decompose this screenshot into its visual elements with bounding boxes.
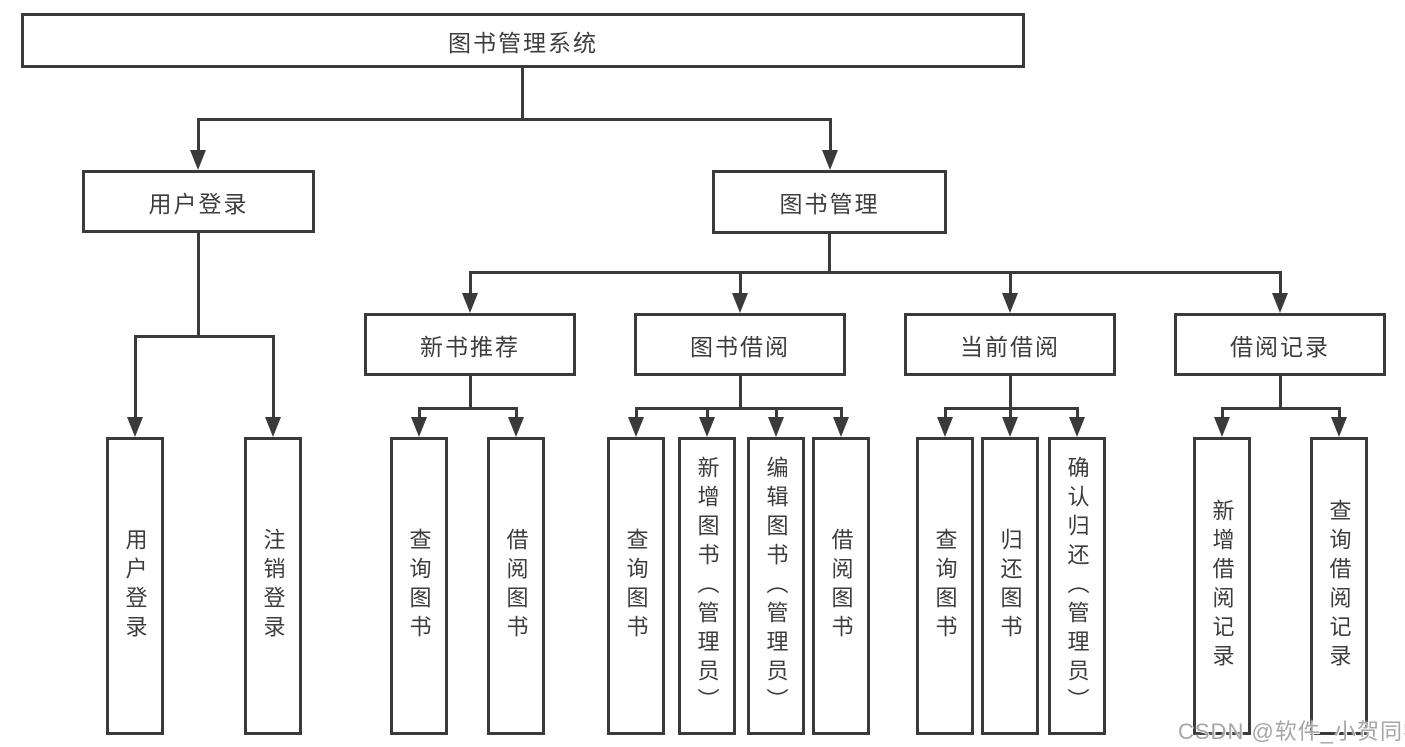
- leaf-return-books: 归还图书: [981, 437, 1039, 735]
- connector-line: [1221, 407, 1224, 419]
- node-book-management-system: 图书管理系统: [21, 13, 1025, 68]
- arrowhead-down-icon: [1002, 417, 1018, 437]
- arrowhead-down-icon: [1272, 293, 1288, 313]
- connector-line: [469, 271, 472, 295]
- arrowhead-down-icon: [833, 417, 849, 437]
- leaf-label: 归还图书: [997, 528, 1023, 644]
- arrowhead-down-icon: [1002, 293, 1018, 313]
- connector-line: [197, 231, 200, 338]
- leaf-label: 查询图书: [406, 528, 432, 644]
- connector-line: [469, 271, 1282, 274]
- connector-line: [829, 118, 832, 152]
- leaf-query-books-recommend: 查询图书: [390, 437, 448, 735]
- connector-line: [418, 407, 518, 410]
- connector-line: [521, 66, 524, 121]
- arrowhead-down-icon: [628, 417, 644, 437]
- leaf-label: 查询图书: [623, 528, 649, 644]
- connector-line: [272, 335, 275, 418]
- leaf-borrow-books-recommend: 借阅图书: [487, 437, 545, 735]
- connector-line: [1338, 407, 1341, 419]
- arrowhead-down-icon: [822, 150, 838, 170]
- leaf-label: 借阅图书: [828, 528, 854, 644]
- connector-line: [944, 407, 947, 419]
- arrowhead-down-icon: [1214, 417, 1230, 437]
- connector-line: [197, 118, 831, 121]
- arrowhead-down-icon: [732, 293, 748, 313]
- arrowhead-down-icon: [508, 417, 524, 437]
- leaf-label: 用户登录: [122, 528, 148, 644]
- leaf-confirm-return-admin: 确认归还（管理员）: [1048, 437, 1106, 735]
- arrowhead-down-icon: [462, 293, 478, 313]
- connector-line: [134, 335, 137, 418]
- leaf-user-login: 用户登录: [106, 437, 164, 735]
- leaf-add-book-admin: 新增图书（管理员）: [678, 437, 736, 735]
- leaf-label: 查询借阅记录: [1326, 499, 1352, 673]
- leaf-label: 确认归还（管理员）: [1064, 455, 1090, 717]
- arrowhead-down-icon: [1069, 417, 1085, 437]
- connector-line: [1009, 407, 1012, 419]
- leaf-label: 新增图书（管理员）: [694, 455, 720, 717]
- arrowhead-down-icon: [768, 417, 784, 437]
- node-book-management: 图书管理: [712, 170, 947, 234]
- arrowhead-down-icon: [190, 150, 206, 170]
- connector-line: [840, 407, 843, 419]
- connector-line: [1009, 271, 1012, 295]
- connector-line: [706, 407, 709, 419]
- arrowhead-down-icon: [699, 417, 715, 437]
- connector-line: [197, 118, 200, 152]
- leaf-label: 新增借阅记录: [1209, 499, 1235, 673]
- arrowhead-down-icon: [265, 417, 281, 437]
- leaf-logout: 注销登录: [244, 437, 302, 735]
- connector-line: [635, 407, 843, 410]
- node-book-borrowing: 图书借阅: [634, 313, 846, 376]
- connector-line: [1009, 374, 1012, 410]
- connector-line: [1279, 271, 1282, 295]
- connector-line: [515, 407, 518, 419]
- leaf-label: 注销登录: [260, 528, 286, 644]
- csdn-watermark: CSDN @软件_小贺同学: [1178, 719, 1405, 744]
- leaf-edit-book-admin: 编辑图书（管理员）: [747, 437, 805, 735]
- node-borrowing-records: 借阅记录: [1174, 313, 1386, 376]
- connector-line: [828, 231, 831, 274]
- connector-line: [775, 407, 778, 419]
- leaf-label: 查询图书: [932, 528, 958, 644]
- arrowhead-down-icon: [127, 417, 143, 437]
- leaf-query-borrow-record: 查询借阅记录: [1310, 437, 1368, 735]
- leaf-label: 借阅图书: [503, 528, 529, 644]
- leaf-query-books-borrowing: 查询图书: [607, 437, 665, 735]
- node-current-borrowing: 当前借阅: [904, 313, 1116, 376]
- arrowhead-down-icon: [1331, 417, 1347, 437]
- leaf-query-books-current: 查询图书: [916, 437, 974, 735]
- connector-line: [635, 407, 638, 419]
- connector-line: [469, 374, 472, 410]
- connector-line: [134, 335, 275, 338]
- leaf-add-borrow-record: 新增借阅记录: [1193, 437, 1251, 735]
- connector-line: [739, 271, 742, 295]
- leaf-borrow-books-borrowing: 借阅图书: [812, 437, 870, 735]
- connector-line: [1221, 407, 1341, 410]
- node-user-login: 用户登录: [82, 170, 315, 233]
- connector-line: [1279, 374, 1282, 410]
- node-new-book-recommend: 新书推荐: [364, 313, 576, 376]
- arrowhead-down-icon: [411, 417, 427, 437]
- connector-line: [418, 407, 421, 419]
- arrowhead-down-icon: [937, 417, 953, 437]
- connector-line: [739, 374, 742, 410]
- connector-line: [1076, 407, 1079, 419]
- leaf-label: 编辑图书（管理员）: [763, 455, 789, 717]
